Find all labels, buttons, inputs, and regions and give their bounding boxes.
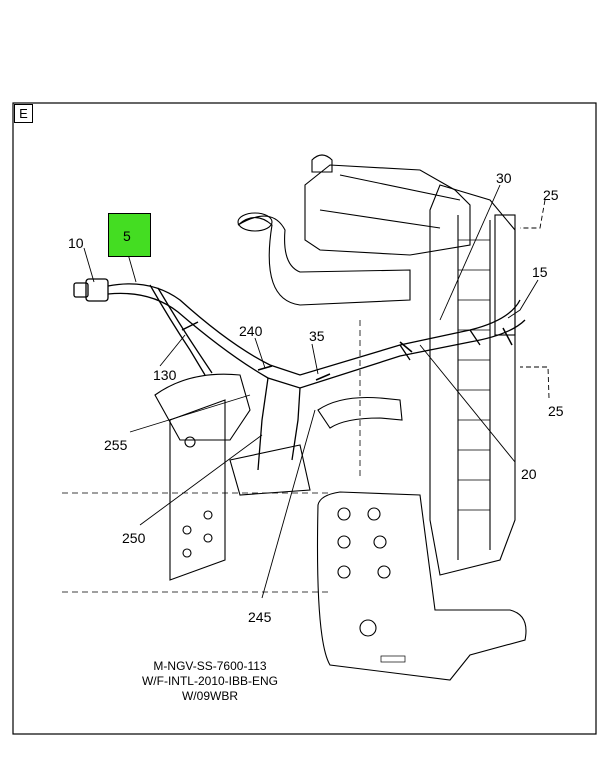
- lower-hose: [317, 397, 403, 429]
- section-letter-box: E: [14, 104, 33, 123]
- highlighted-callout-label: 5: [123, 228, 131, 244]
- callout-25-top[interactable]: 25: [543, 187, 559, 203]
- pump-housing: [154, 373, 311, 496]
- caption-line-1: M-NGV-SS-7600-113: [153, 659, 267, 673]
- caption-line-2: W/F-INTL-2010-IBB-ENG: [141, 674, 279, 688]
- callout-245[interactable]: 245: [248, 609, 272, 625]
- hose-clamp: [181, 321, 513, 381]
- mount-bracket: [169, 399, 226, 581]
- callout-25-bottom[interactable]: 25: [548, 403, 564, 419]
- callout-250[interactable]: 250: [122, 530, 146, 546]
- caption-line-3: W/09WBR: [181, 689, 238, 703]
- callout-255[interactable]: 255: [104, 437, 128, 453]
- leader-lines: [83, 184, 550, 599]
- highlighted-callout-5[interactable]: 5: [108, 213, 151, 257]
- intake-tube: [237, 212, 411, 306]
- callout-30[interactable]: 30: [496, 170, 512, 186]
- callout-130[interactable]: 130: [153, 367, 177, 383]
- frame-rail: [62, 320, 361, 593]
- callout-15[interactable]: 15: [532, 264, 548, 280]
- callout-240[interactable]: 240: [239, 323, 263, 339]
- radiator: [429, 184, 516, 576]
- callout-10[interactable]: 10: [68, 235, 84, 251]
- skid-plate: [316, 491, 527, 681]
- callout-35[interactable]: 35: [309, 328, 325, 344]
- drawing-caption: M-NGV-SS-7600-113 W/F-INTL-2010-IBB-ENG …: [130, 659, 290, 704]
- coolant-reservoir: [304, 154, 471, 256]
- hose-assembly: [73, 278, 526, 471]
- diagram-border: [12, 102, 597, 735]
- callout-20[interactable]: 20: [521, 466, 537, 482]
